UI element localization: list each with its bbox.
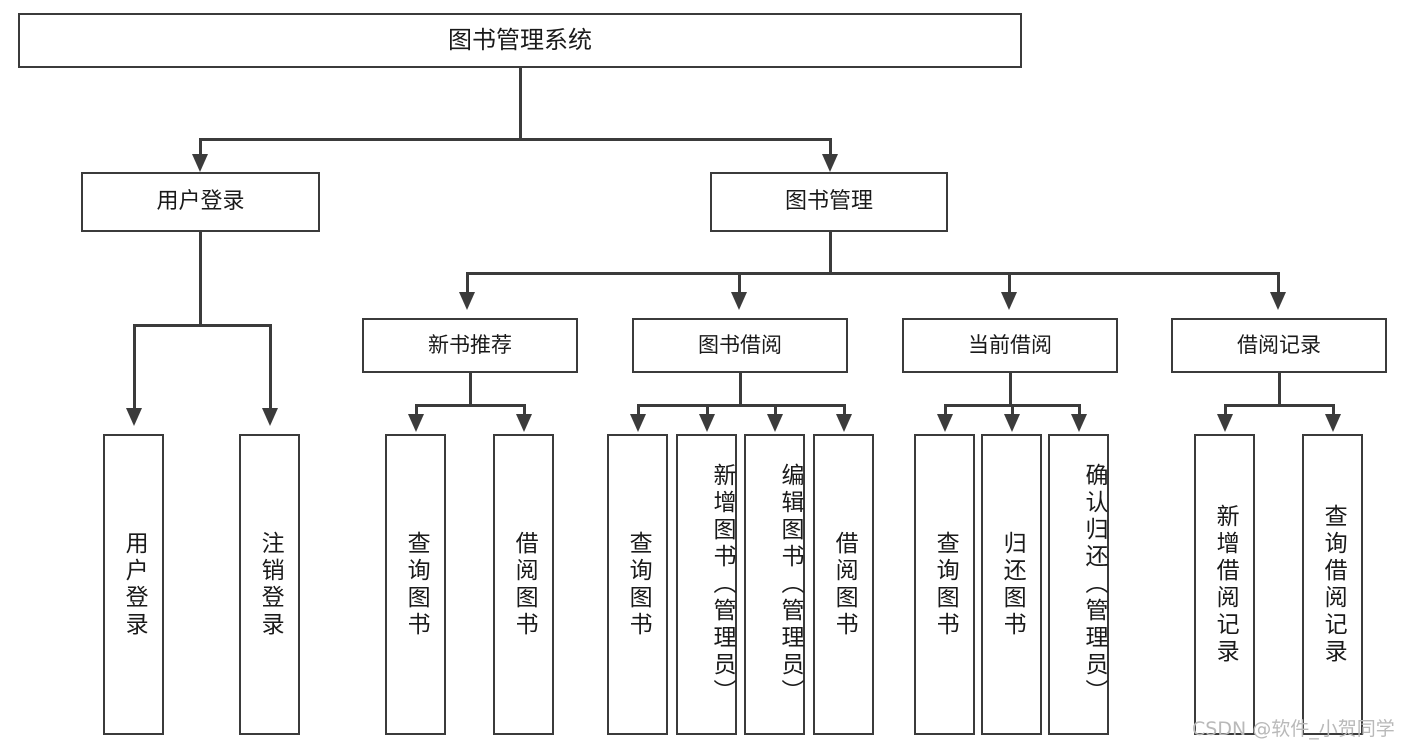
node-book-borrow[interactable]: 图书借阅: [632, 318, 848, 373]
connector-bb-drop-3: [774, 404, 777, 416]
node-new-book-rec[interactable]: 新书推荐: [362, 318, 578, 373]
connector-rec-drop-2: [523, 404, 526, 416]
arrow-to-bb-add-book: [699, 414, 715, 432]
node-label: 用户登录: [156, 189, 245, 215]
arrow-to-rec-borrow-book: [516, 414, 532, 432]
node-bb-query-book[interactable]: 查询图书: [607, 434, 668, 735]
node-label: 借阅图书: [511, 530, 538, 639]
connector-cb-drop-1: [944, 404, 947, 416]
node-label: 新增图书（管理员）: [709, 463, 735, 706]
node-label: 注销登录: [257, 530, 284, 639]
connector-bookmanage-drop-4: [1277, 272, 1280, 294]
node-label: 查询图书: [625, 530, 652, 639]
arrow-to-cb-return-book: [1004, 414, 1020, 432]
connector-cb-drop-3: [1078, 404, 1081, 416]
arrow-to-bb-borrow-book: [836, 414, 852, 432]
node-logout-user[interactable]: 注销登录: [239, 434, 300, 735]
connector-rec-bar: [415, 404, 525, 407]
connector-root-stem: [519, 68, 522, 138]
node-book-manage[interactable]: 图书管理: [710, 172, 948, 232]
connector-bb-drop-2: [706, 404, 709, 416]
node-bb-edit-book[interactable]: 编辑图书（管理员）: [744, 434, 805, 735]
node-br-add-record[interactable]: 新增借阅记录: [1194, 434, 1255, 735]
node-borrow-record[interactable]: 借阅记录: [1171, 318, 1387, 373]
node-login-user[interactable]: 用户登录: [103, 434, 164, 735]
node-label: 新增借阅记录: [1212, 503, 1239, 666]
arrow-to-bb-query-book: [630, 414, 646, 432]
arrow-to-login-user: [126, 408, 142, 426]
node-rec-query-book[interactable]: 查询图书: [385, 434, 446, 735]
connector-root-drop-left: [199, 138, 202, 156]
arrow-to-bb-edit-book: [767, 414, 783, 432]
connector-br-bar: [1224, 404, 1334, 407]
arrow-to-user-login: [192, 154, 208, 172]
connector-cb-stem: [1009, 373, 1012, 404]
node-current-borrow[interactable]: 当前借阅: [902, 318, 1118, 373]
node-root-system[interactable]: 图书管理系统: [18, 13, 1022, 68]
node-label: 查询借阅记录: [1320, 503, 1347, 666]
node-cb-return-book[interactable]: 归还图书: [981, 434, 1042, 735]
connector-userlogin-drop-2: [269, 324, 272, 410]
connector-userlogin-bar: [133, 324, 269, 327]
node-label: 借阅图书: [831, 530, 858, 639]
connector-root-drop-right: [829, 138, 832, 156]
connector-br-stem: [1278, 373, 1281, 404]
node-cb-confirm-return[interactable]: 确认归还（管理员）: [1048, 434, 1109, 735]
node-user-login[interactable]: 用户登录: [81, 172, 320, 232]
arrow-to-current-borrow: [1001, 292, 1017, 310]
node-label: 图书管理: [784, 189, 873, 215]
arrow-to-br-add-record: [1217, 414, 1233, 432]
node-label: 查询图书: [403, 530, 430, 639]
connector-cb-drop-2: [1011, 404, 1014, 416]
connector-bookmanage-stem: [829, 232, 832, 272]
arrow-to-book-borrow: [731, 292, 747, 310]
node-rec-borrow-book[interactable]: 借阅图书: [493, 434, 554, 735]
node-label: 查询图书: [932, 530, 959, 639]
connector-bookmanage-drop-1: [466, 272, 469, 294]
arrow-to-cb-confirm-return: [1071, 414, 1087, 432]
connector-bb-bar: [637, 404, 845, 407]
connector-userlogin-stem: [199, 232, 202, 324]
connector-bookmanage-bar: [466, 272, 1277, 275]
node-bb-borrow-book[interactable]: 借阅图书: [813, 434, 874, 735]
connector-bb-drop-1: [637, 404, 640, 416]
node-label: 图书管理系统: [448, 26, 592, 55]
node-cb-query-book[interactable]: 查询图书: [914, 434, 975, 735]
connector-bookmanage-drop-3: [1008, 272, 1011, 294]
arrow-to-cb-query-book: [937, 414, 953, 432]
node-label: 借阅记录: [1237, 333, 1321, 358]
node-label: 归还图书: [999, 530, 1026, 639]
connector-rec-stem: [469, 373, 472, 404]
connector-bb-stem: [739, 373, 742, 404]
connector-bb-drop-4: [843, 404, 846, 416]
connector-br-drop-2: [1332, 404, 1335, 416]
node-label: 当前借阅: [968, 333, 1052, 358]
arrow-to-borrow-record: [1270, 292, 1286, 310]
arrow-to-rec-query-book: [408, 414, 424, 432]
node-label: 图书借阅: [698, 333, 782, 358]
connector-br-drop-1: [1224, 404, 1227, 416]
connector-root-bar: [199, 138, 831, 141]
node-label: 编辑图书（管理员）: [777, 463, 803, 706]
arrow-to-logout-user: [262, 408, 278, 426]
arrow-to-book-manage: [822, 154, 838, 172]
node-label: 用户登录: [121, 530, 148, 639]
node-label: 确认归还（管理员）: [1081, 463, 1107, 706]
node-br-query-record[interactable]: 查询借阅记录: [1302, 434, 1363, 735]
arrow-to-new-book-rec: [459, 292, 475, 310]
connector-userlogin-drop-1: [133, 324, 136, 410]
node-label: 新书推荐: [428, 333, 512, 358]
arrow-to-br-query-record: [1325, 414, 1341, 432]
node-bb-add-book[interactable]: 新增图书（管理员）: [676, 434, 737, 735]
connector-bookmanage-drop-2: [738, 272, 741, 294]
connector-rec-drop-1: [415, 404, 418, 416]
